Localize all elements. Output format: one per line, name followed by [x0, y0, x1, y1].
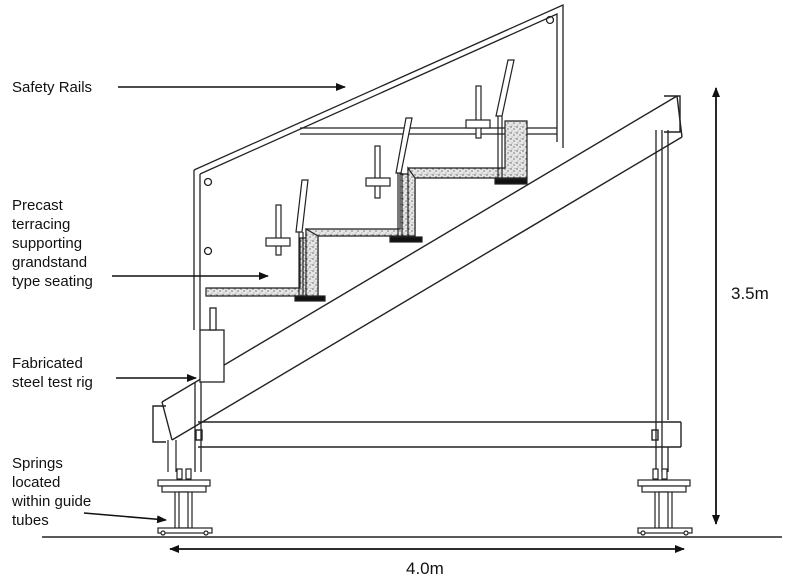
seat-3 [465, 59, 515, 178]
terracing-label: Precast terracing supporting grandstand … [12, 196, 93, 291]
spring-unit-right [637, 468, 693, 536]
test-rig-label: Fabricated steel test rig [12, 354, 93, 392]
safety-rails-label: Safety Rails [12, 79, 93, 96]
terracing-label-line-4: grandstand [12, 254, 88, 271]
right-column [655, 130, 669, 472]
seat-1 [265, 179, 309, 296]
left-column [194, 307, 225, 472]
spring-unit-left [157, 440, 213, 536]
terracing-label-line-2: terracing [12, 216, 71, 233]
springs-label-line-4: tubes [12, 512, 49, 529]
inclined-beam [161, 95, 683, 441]
left-channel [152, 405, 166, 443]
terrace-unit-3 [407, 120, 528, 237]
springs-label-line-2: located [12, 474, 61, 491]
terracing-label-line-3: supporting [12, 235, 83, 252]
width-dimension-label: 4.0m [406, 559, 444, 578]
terrace-unit-2 [305, 173, 423, 297]
safety-rail-frame [193, 3, 564, 330]
height-dimension-label: 3.5m [731, 284, 769, 303]
right-channel [664, 95, 681, 133]
horizontal-beam [195, 421, 682, 448]
springs-label-line-1: Springs [12, 455, 63, 472]
terracing-label-line-5: type seating [12, 273, 93, 290]
seat-2 [365, 117, 413, 236]
springs-label: Springs located within guide tubes [12, 454, 91, 530]
springs-arrow [83, 512, 167, 524]
test-rig-label-line-2: steel test rig [12, 374, 93, 391]
test-rig-label-line-1: Fabricated [12, 355, 83, 372]
springs-label-line-3: within guide [12, 493, 92, 510]
terracing-label-line-1: Precast [12, 197, 63, 214]
